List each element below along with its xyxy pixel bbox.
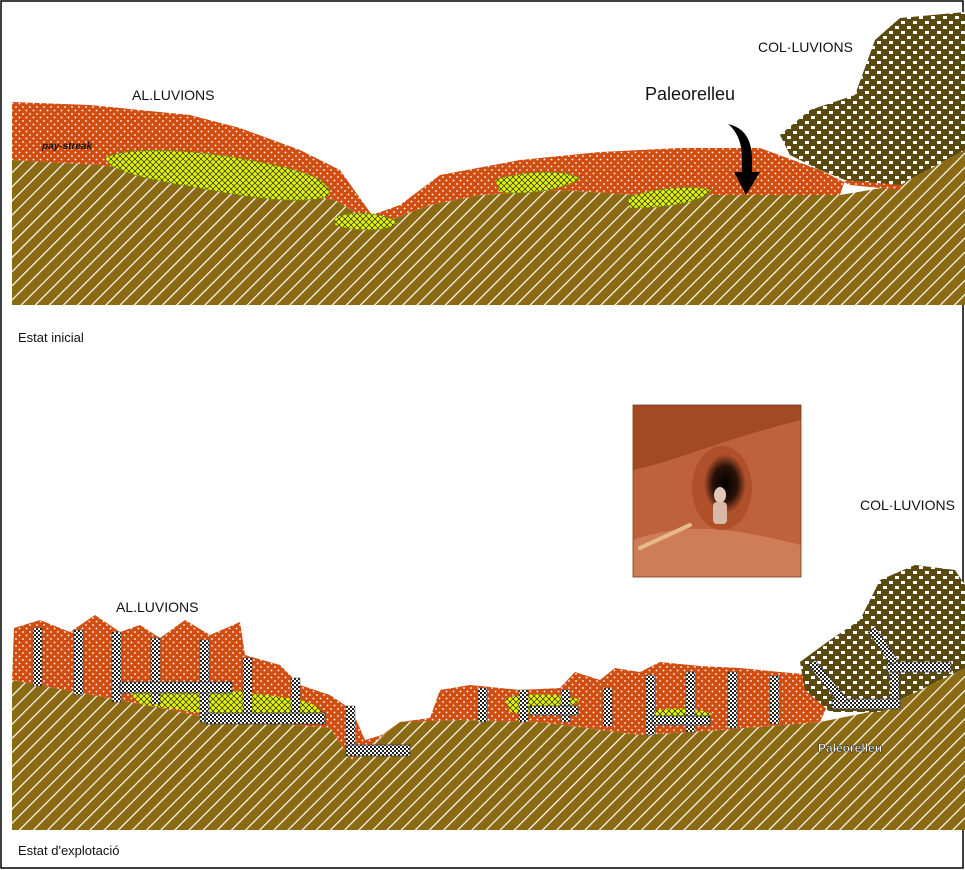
paystreak-label: pay-streak: [41, 141, 92, 152]
caption-initial-state: Estat inicial: [18, 330, 84, 345]
caption-exploitation-state: Estat d'explotació: [18, 843, 120, 858]
colluvium-label-top: COL·LUVIONS: [758, 39, 853, 55]
paleorelief-label-bottom: Paleorelleu: [818, 741, 882, 755]
paleorelief-label-top: Paleorelleu: [645, 84, 735, 104]
alluvium-label-bottom: AL.LUVIONS: [116, 599, 198, 615]
alluvium-label-top: AL.LUVIONS: [132, 87, 214, 103]
mine-pit-photo: [633, 405, 801, 577]
colluvium-label-bottom: COL·LUVIONS: [860, 497, 955, 513]
